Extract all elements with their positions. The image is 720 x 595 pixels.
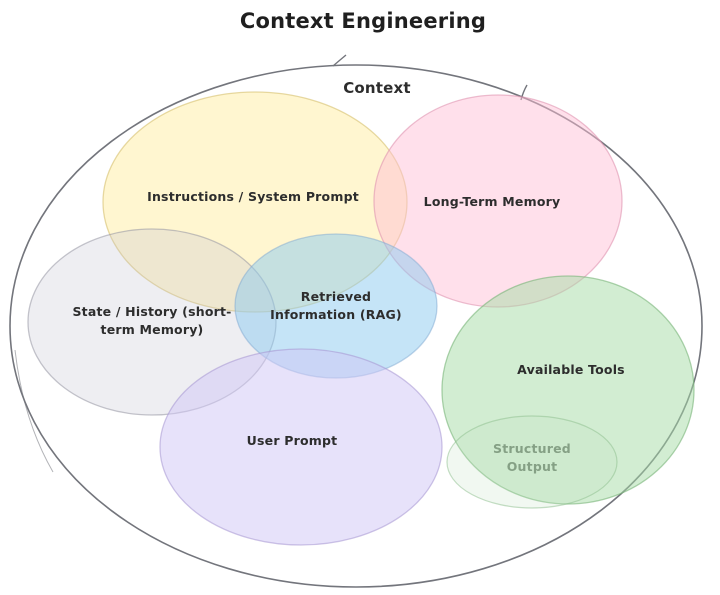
sketch-doubled-stroke-lower-left — [14, 349, 54, 473]
user-prompt-ellipse — [159, 348, 443, 546]
context-label: Context — [343, 79, 411, 97]
retrieved-information-rag-label-line2: Information (RAG) — [270, 307, 402, 322]
instructions-system-prompt-label: Instructions / System Prompt — [147, 189, 359, 204]
page-title: Context Engineering — [240, 9, 486, 33]
context-boundary-ellipse — [9, 64, 703, 588]
retrieved-information-rag-label-line1: Retrieved — [301, 289, 371, 304]
sketch-tick-top-center — [332, 54, 347, 67]
available-tools-label: Available Tools — [517, 362, 625, 377]
long-term-memory-label: Long-Term Memory — [424, 194, 561, 209]
user-prompt-label: User Prompt — [247, 433, 338, 448]
state-history-label-line1: State / History (short- — [72, 304, 231, 319]
state-history-label-line2: term Memory) — [101, 322, 204, 337]
structured-output-ellipse — [446, 415, 618, 509]
sketch-tick-top-right — [520, 84, 528, 101]
structured-output-label-line1: Structured — [493, 441, 571, 456]
structured-output-label-line2: Output — [507, 459, 558, 474]
